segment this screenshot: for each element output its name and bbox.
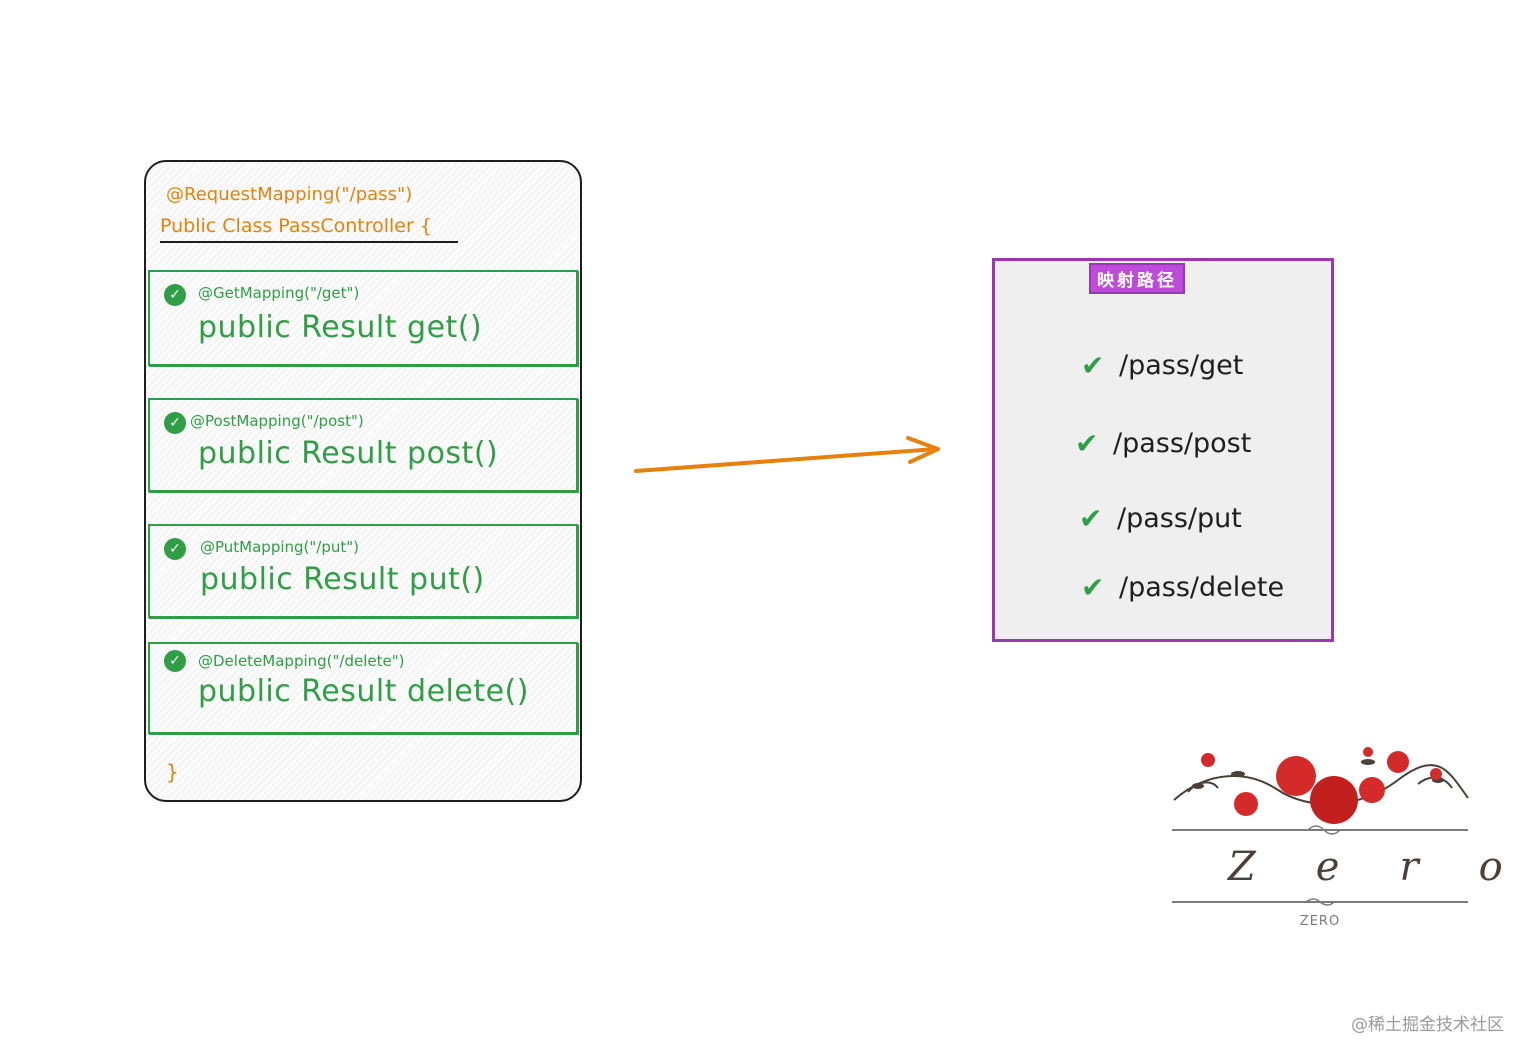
watermark: @稀土掘金技术社区 [1351, 1015, 1504, 1035]
method-box-post: ✓ @PostMapping("/post") public Result po… [148, 398, 578, 492]
check-icon: ✔ [1079, 502, 1103, 535]
class-declaration: Public Class PassController { [160, 215, 458, 243]
rose-garland-icon [1172, 747, 1469, 835]
mapped-paths-panel: 映射路径 ✔ /pass/get ✔ /pass/post ✔ /pass/pu… [992, 258, 1334, 642]
method-annotation: @GetMapping("/get") [198, 284, 360, 302]
controller-class-box: @RequestMapping("/pass") Public Class Pa… [144, 160, 582, 802]
method-signature: public Result get() [198, 310, 483, 345]
method-annotation: @DeleteMapping("/delete") [198, 652, 405, 670]
check-icon: ✔ [1081, 571, 1105, 604]
zero-logo: Zero ZERO [1168, 740, 1530, 940]
check-icon: ✔ [1081, 349, 1105, 382]
path-item: ✔ /pass/post [1075, 427, 1251, 460]
path-text: /pass/delete [1119, 572, 1285, 603]
check-icon: ✔ [1075, 427, 1099, 460]
logo-subtext: ZERO [1299, 914, 1341, 929]
method-signature: public Result post() [198, 436, 499, 471]
path-item: ✔ /pass/delete [1081, 571, 1284, 604]
check-icon: ✓ [164, 538, 186, 560]
path-item: ✔ /pass/put [1079, 502, 1242, 535]
check-icon: ✓ [164, 284, 186, 306]
logo-divider [1172, 898, 1468, 906]
path-text: /pass/post [1113, 428, 1252, 459]
path-text: /pass/put [1117, 503, 1242, 534]
method-signature: public Result put() [200, 562, 485, 597]
method-box-get: ✓ @GetMapping("/get") public Result get(… [148, 270, 578, 366]
method-annotation: @PutMapping("/put") [200, 538, 360, 556]
closing-brace: } [166, 760, 179, 784]
path-text: /pass/get [1119, 350, 1244, 381]
method-signature: public Result delete() [198, 674, 529, 709]
method-box-put: ✓ @PutMapping("/put") public Result put(… [148, 524, 578, 618]
panel-title: 映射路径 [1089, 263, 1185, 294]
mapping-arrow [634, 436, 940, 473]
method-annotation: @PostMapping("/post") [190, 412, 364, 430]
path-item: ✔ /pass/get [1081, 349, 1243, 382]
logo-word: Zero [1228, 844, 1530, 890]
method-box-delete: ✓ @DeleteMapping("/delete") public Resul… [148, 642, 578, 734]
request-mapping-annotation: @RequestMapping("/pass") [166, 184, 413, 205]
check-icon: ✓ [164, 650, 186, 672]
check-icon: ✓ [164, 412, 186, 434]
